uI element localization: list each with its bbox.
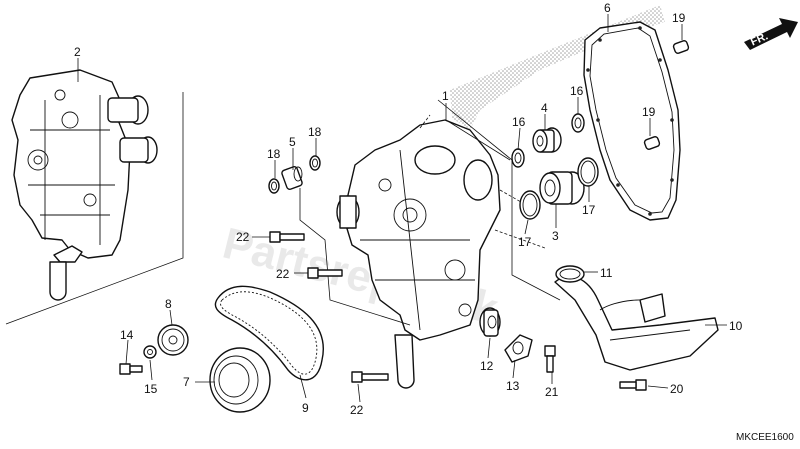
part-8-sprocket — [157, 324, 189, 356]
callout-9: 9 — [302, 401, 309, 415]
callout-2: 2 — [74, 45, 81, 59]
part-17-o-ring-left — [519, 190, 541, 220]
part-20-bolt — [619, 379, 647, 391]
callout-19b: 19 — [642, 105, 656, 119]
part-22-bolt-top — [269, 231, 305, 243]
callout-7: 7 — [183, 375, 190, 389]
callout-10: 10 — [729, 319, 743, 333]
callout-20: 20 — [670, 382, 684, 396]
callout-14: 14 — [120, 328, 134, 342]
part-3-collar — [539, 171, 585, 205]
part-16-o-ring-left — [511, 148, 525, 168]
part-13-gasket — [504, 334, 533, 363]
callout-22c: 22 — [350, 403, 364, 417]
callout-6: 6 — [604, 1, 611, 15]
callout-labels: 1 2 3 4 5 6 7 8 9 10 11 12 13 14 15 16 1… — [74, 1, 743, 417]
part-15-washer — [143, 345, 157, 359]
part-16-o-ring-right — [571, 113, 585, 133]
part-22-bolt-bottom — [351, 371, 389, 383]
callout-19a: 19 — [672, 11, 686, 25]
part-18-o-ring-right — [309, 155, 321, 171]
callout-1: 1 — [442, 89, 449, 103]
part-18-o-ring-left — [268, 178, 280, 194]
callout-13: 13 — [506, 379, 520, 393]
callout-18b: 18 — [308, 125, 322, 139]
part-9-drive-chain — [214, 285, 324, 381]
part-4-collar — [532, 127, 562, 153]
part-22-bolt-mid — [307, 267, 343, 279]
callout-12: 12 — [480, 359, 494, 373]
part-21-bolt — [544, 345, 556, 373]
callout-22b: 22 — [276, 267, 290, 281]
callout-18a: 18 — [267, 147, 281, 161]
part-14-bolt — [119, 363, 143, 375]
callout-11: 11 — [600, 266, 613, 280]
callout-17a: 17 — [518, 235, 532, 249]
callout-5: 5 — [289, 135, 296, 149]
part-12-joint — [479, 307, 501, 337]
callout-16b: 16 — [570, 84, 584, 98]
part-19-dowel-pin-top — [672, 40, 690, 54]
part-17-o-ring-right — [577, 157, 599, 187]
callout-17b: 17 — [582, 203, 596, 217]
drawing-code: MKCEE1600 — [736, 432, 794, 443]
callout-21: 21 — [545, 385, 559, 399]
callout-15: 15 — [144, 382, 158, 396]
callout-8: 8 — [165, 297, 172, 311]
part-2-water-pump-assembly — [11, 69, 158, 301]
frame-line — [299, 99, 561, 326]
frame-line — [5, 92, 184, 325]
callout-3: 3 — [552, 229, 559, 243]
part-6-cover-gasket — [583, 21, 681, 221]
front-direction-arrow: FR. — [744, 18, 798, 50]
callout-16a: 16 — [512, 115, 526, 129]
leader-lines — [77, 14, 727, 403]
part-10-water-pipe — [554, 275, 719, 371]
callout-4: 4 — [541, 101, 548, 115]
part-5-collar — [281, 166, 303, 190]
part-19-dowel-pin-mid — [643, 136, 661, 150]
part-11-hose-clamp — [555, 265, 585, 283]
part-7-oil-seal — [209, 347, 271, 413]
callout-22a: 22 — [236, 230, 250, 244]
part-1-pump-body — [336, 114, 501, 389]
frame-dash — [494, 189, 546, 249]
